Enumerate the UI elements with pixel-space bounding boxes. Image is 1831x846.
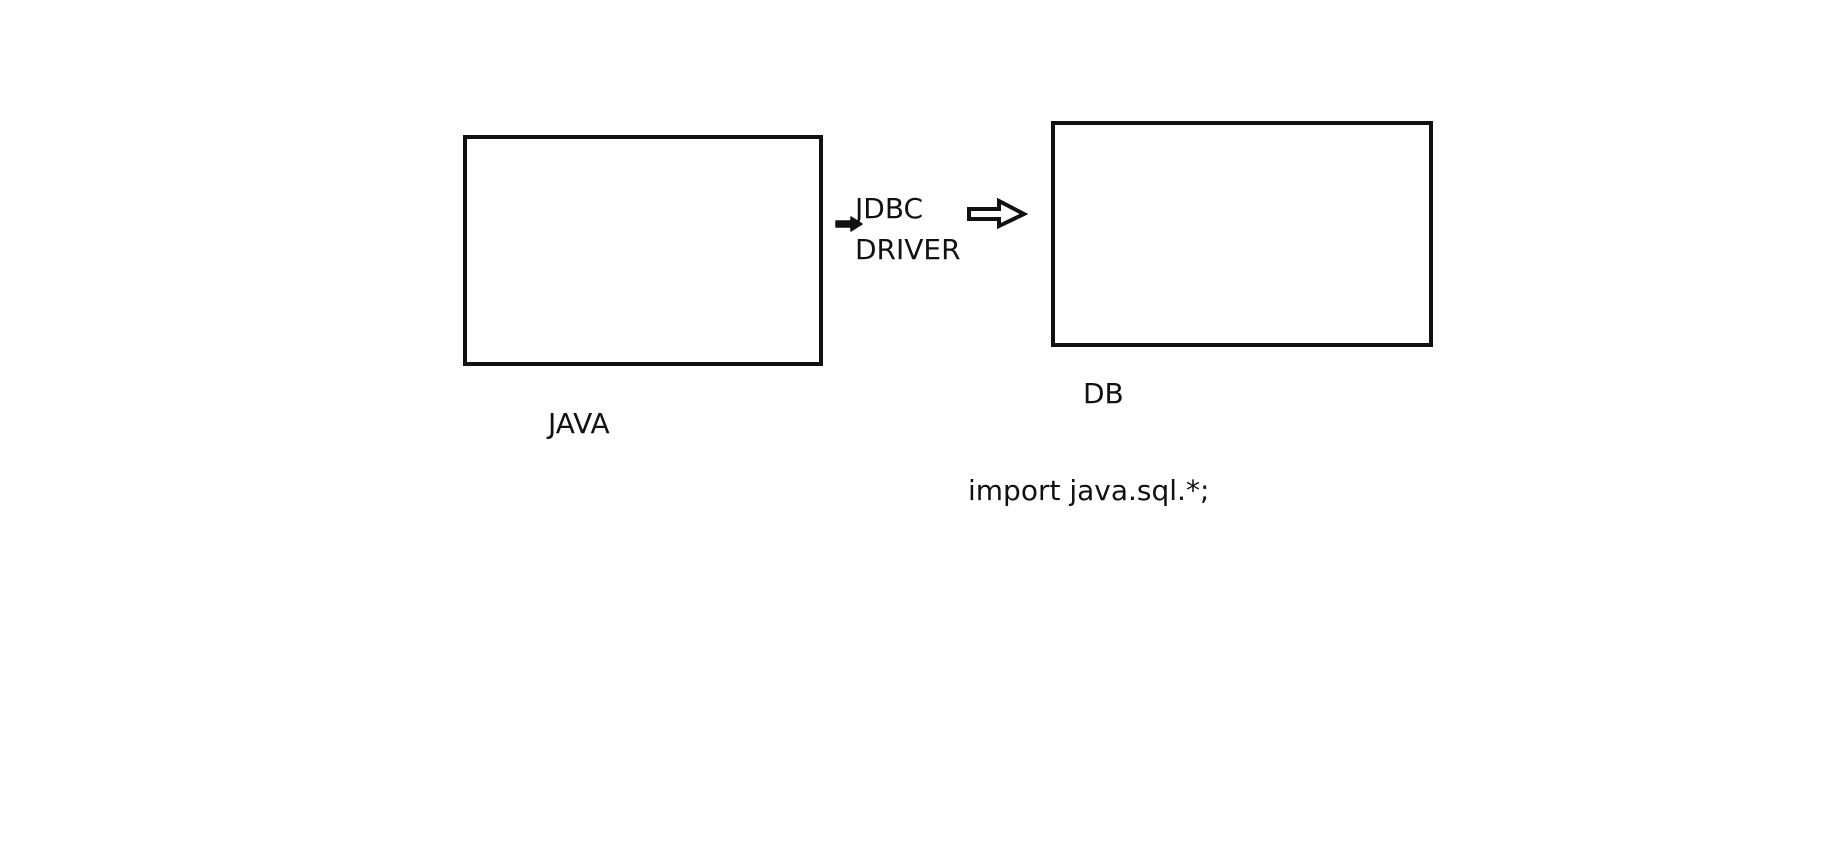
jdbc-driver-line-1: JDBC xyxy=(855,192,924,225)
filled-right-arrow-icon xyxy=(835,216,863,232)
import-statement: import java.sql.*; xyxy=(968,474,1210,507)
java-box xyxy=(463,135,823,366)
java-label: JAVA xyxy=(548,407,610,440)
outline-right-arrow-icon xyxy=(967,198,1028,230)
db-box xyxy=(1051,121,1433,347)
jdbc-driver-label: JDBC DRIVER xyxy=(855,188,961,270)
db-label: DB xyxy=(1083,377,1124,410)
jdbc-driver-line-2: DRIVER xyxy=(855,233,961,266)
